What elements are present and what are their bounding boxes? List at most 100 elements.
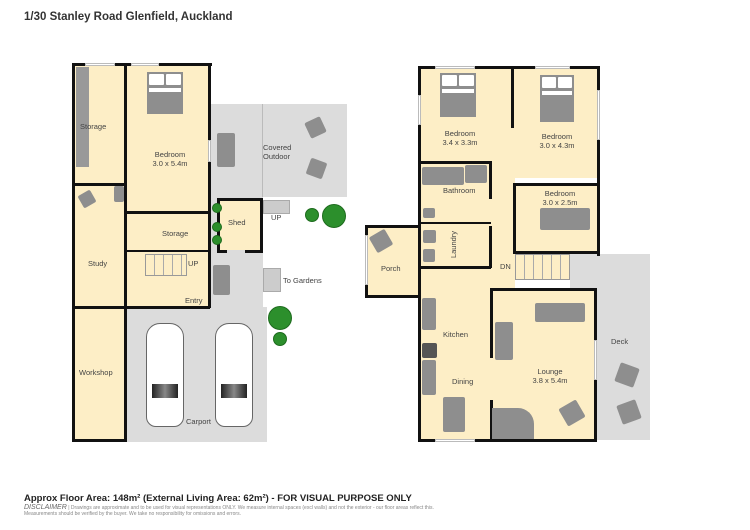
wall <box>418 161 491 164</box>
label-storage-1: Storage <box>80 122 107 131</box>
label-workshop: Workshop <box>79 368 113 377</box>
property-address-title: 1/30 Stanley Road Glenfield, Auckland <box>24 11 233 23</box>
shrub-icon <box>305 208 319 222</box>
wall <box>418 439 597 442</box>
staircase <box>515 254 570 280</box>
window <box>131 63 159 66</box>
tree-icon <box>322 204 346 228</box>
room-workshop <box>74 307 127 440</box>
window <box>435 66 475 69</box>
label-deck: Deck <box>611 337 629 346</box>
disclaimer: DISCLAIMER | Drawings are approximate an… <box>24 504 454 517</box>
fireplace-icon <box>492 408 534 439</box>
wall <box>513 183 599 186</box>
cooktop-icon <box>422 343 437 358</box>
wall <box>217 250 227 253</box>
car-icon <box>146 323 184 427</box>
wall <box>124 63 127 309</box>
shrub-icon <box>273 332 287 346</box>
single-bed-icon <box>540 208 590 230</box>
wall <box>511 66 514 128</box>
label-up-outdoor: UP <box>271 213 282 222</box>
window <box>597 90 600 140</box>
sofa-icon <box>213 265 230 295</box>
window <box>535 66 570 69</box>
room-shed <box>219 200 261 250</box>
label-carport: Carport <box>186 417 212 426</box>
label-bedroom-ground: Bedroom 3.0 x 5.4m <box>152 150 188 168</box>
label-bathroom: Bathroom <box>443 186 476 195</box>
label-bedroom-3: Bedroom 3.0 x 2.5m <box>542 189 578 207</box>
wall <box>260 198 263 253</box>
label-bedroom-2: Bedroom 3.0 x 4.3m <box>539 132 575 150</box>
room-hall <box>490 140 515 290</box>
label-storage-2: Storage <box>162 229 189 238</box>
label-down-stairs: DN <box>500 262 511 271</box>
wall <box>72 63 75 442</box>
label-lounge: Lounge 3.8 x 5.4m <box>532 367 568 385</box>
staircase <box>145 254 187 276</box>
window <box>435 439 475 442</box>
label-up-stairs: UP <box>188 259 199 268</box>
kitchen-sink-icon <box>422 298 436 330</box>
sofa-icon <box>217 133 235 167</box>
wall <box>72 306 210 309</box>
room-storage-2 <box>127 213 210 251</box>
label-to-gardens: To Gardens <box>283 276 322 285</box>
wall <box>72 439 127 442</box>
wall <box>72 183 127 186</box>
wall <box>490 288 597 291</box>
wall <box>418 66 421 442</box>
wall <box>418 222 491 224</box>
shrub-icon <box>212 235 222 245</box>
wall <box>489 226 492 268</box>
window <box>594 340 597 380</box>
wall <box>124 211 210 214</box>
storage-shelf <box>76 67 89 167</box>
wall <box>127 250 210 252</box>
wall <box>365 295 421 298</box>
shrub-icon <box>212 203 222 213</box>
label-shed: Shed <box>228 218 246 227</box>
label-bedroom-1: Bedroom 3.4 x 3.3m <box>442 129 478 147</box>
wall <box>490 288 493 358</box>
window <box>365 235 368 285</box>
wall <box>489 161 492 199</box>
tree-icon <box>268 306 292 330</box>
wall <box>208 63 211 308</box>
label-covered-outdoor: Covered Outdoor <box>263 143 292 161</box>
shrub-icon <box>212 222 222 232</box>
window <box>85 63 115 66</box>
wall <box>490 400 493 442</box>
disclaimer-label: DISCLAIMER <box>24 504 67 511</box>
floor-area-summary: Approx Floor Area: 148m² (External Livin… <box>24 493 412 504</box>
window <box>208 140 211 162</box>
double-bed-icon <box>440 73 476 117</box>
label-porch: Porch <box>381 264 401 273</box>
double-bed-icon <box>147 72 183 114</box>
disclaimer-text: | Drawings are approximate and to be use… <box>24 505 434 517</box>
sofa-icon <box>535 303 585 322</box>
wall <box>597 66 600 256</box>
dining-table-icon <box>443 397 465 432</box>
laundry-tub-icon <box>423 230 436 243</box>
wall <box>418 66 600 69</box>
wall <box>124 306 127 442</box>
wall <box>217 198 263 201</box>
shower-icon <box>465 165 487 183</box>
wall <box>245 250 263 253</box>
label-kitchen: Kitchen <box>443 330 469 339</box>
label-entry: Entry <box>185 296 203 305</box>
covered-outdoor-divider <box>262 104 263 197</box>
wall <box>418 266 491 269</box>
bathtub-icon <box>422 167 464 185</box>
wall <box>365 225 421 228</box>
label-laundry: Laundry <box>449 230 459 259</box>
outdoor-steps <box>263 200 290 214</box>
wall <box>513 251 599 254</box>
wall <box>513 183 516 253</box>
car-icon <box>215 323 253 427</box>
garden-steps <box>263 268 281 292</box>
washing-machine-icon <box>423 249 435 262</box>
desk-icon <box>114 186 124 202</box>
